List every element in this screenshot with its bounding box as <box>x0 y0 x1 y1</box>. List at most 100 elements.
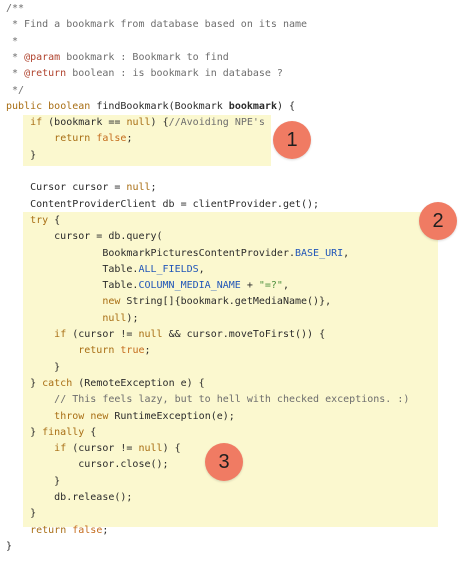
code-token: * Find a bookmark from database based on… <box>6 19 308 31</box>
code-token: ; <box>102 524 109 536</box>
code-token: } <box>6 508 37 520</box>
code-token: cursor.close(); <box>6 459 169 471</box>
code-token: return <box>78 345 115 357</box>
code-token: && cursor.moveToFirst()) { <box>162 329 326 340</box>
code-token: } <box>6 361 61 373</box>
code-line: cursor = db.query( <box>6 229 163 245</box>
code-token <box>6 345 78 356</box>
code-line: ContentProviderClient db = clientProvide… <box>6 197 319 213</box>
code-token: BookmarkPicturesContentProvider. <box>6 247 295 259</box>
code-line: * @return boolean : is bookmark in datab… <box>6 66 283 82</box>
code-token <box>6 215 30 226</box>
code-token: (cursor != <box>66 443 139 455</box>
code-token: (bookmark == <box>42 117 127 129</box>
code-token: * <box>6 35 19 47</box>
code-token <box>6 133 54 144</box>
code-line: } finally { <box>6 425 96 441</box>
code-token <box>6 329 54 340</box>
code-token: bookmark : Bookmark to find <box>60 51 229 63</box>
code-token: cursor = db.query( <box>6 231 163 243</box>
code-token: // This feels lazy, but to hell with che… <box>54 394 410 406</box>
code-line: /** <box>6 1 24 17</box>
code-line: if (bookmark == null) {//Avoiding NPE's <box>6 115 265 131</box>
code-token: , <box>198 263 205 275</box>
code-token: RuntimeException(e); <box>108 410 235 422</box>
code-line: db.release(); <box>6 490 132 506</box>
annotation-badge-2: 2 <box>419 202 457 240</box>
code-token: { <box>84 426 97 438</box>
code-token <box>6 411 54 422</box>
code-token: "=?" <box>258 280 283 292</box>
code-token <box>6 313 102 324</box>
code-token: if <box>30 117 43 129</box>
code-token: db.release(); <box>6 492 133 503</box>
code-line: try { <box>6 213 60 229</box>
code-token: Table. <box>6 263 139 275</box>
code-line: Table.ALL_FIELDS, <box>6 262 205 278</box>
code-token: /** <box>6 3 25 14</box>
code-token: null <box>138 329 163 340</box>
annotation-badge-1: 1 <box>273 121 311 159</box>
code-token: try <box>30 214 49 226</box>
code-line: Cursor cursor = null; <box>6 180 157 196</box>
code-token: ) { <box>162 443 181 455</box>
code-token: bookmark <box>228 100 277 112</box>
code-token: if <box>54 329 67 340</box>
code-line: Table.COLUMN_MEDIA_NAME + "=?", <box>6 278 289 294</box>
code-token <box>6 525 30 536</box>
code-line: // This feels lazy, but to hell with che… <box>6 392 409 408</box>
code-line: } <box>6 148 36 164</box>
code-token: boolean : is bookmark in database ? <box>66 68 283 80</box>
code-line: } <box>6 506 36 522</box>
code-token: , <box>343 247 350 259</box>
code-line: if (cursor != null) { <box>6 441 181 457</box>
code-token: Table. <box>6 280 139 292</box>
code-line: null); <box>6 311 138 327</box>
code-token: if <box>54 443 67 455</box>
code-token: throw <box>54 410 85 422</box>
code-token: false <box>72 524 103 536</box>
code-token: return <box>30 524 67 536</box>
code-token: null <box>126 182 151 194</box>
code-line: return true; <box>6 343 151 359</box>
highlight-block-1 <box>23 115 271 166</box>
code-token: ; <box>150 182 157 194</box>
code-token: * <box>6 51 25 63</box>
code-line: * @param bookmark : Bookmark to find <box>6 50 229 66</box>
code-token: } <box>6 475 61 487</box>
code-token: BASE_URI <box>294 247 344 259</box>
code-line: return false; <box>6 523 108 539</box>
code-token: } <box>6 149 37 161</box>
code-token: (cursor != <box>66 329 139 340</box>
code-token: } <box>6 540 13 552</box>
code-token: public <box>6 100 43 112</box>
code-token <box>6 443 54 454</box>
code-token: + <box>240 280 259 292</box>
code-token: boolean <box>48 100 91 112</box>
code-token: ) { <box>276 100 296 112</box>
code-line: throw new RuntimeException(e); <box>6 409 235 425</box>
code-token: findBookmark(Bookmark <box>90 100 229 112</box>
code-token: ContentProviderClient db = clientProvide… <box>6 198 320 210</box>
code-token <box>6 296 102 307</box>
code-token: ALL_FIELDS <box>138 263 199 275</box>
code-token: (RemoteException e) { <box>72 377 205 389</box>
code-token: */ <box>6 84 25 96</box>
code-line: return false; <box>6 131 132 147</box>
code-token: * <box>6 68 25 80</box>
code-line: new String[]{bookmark.getMediaName()}, <box>6 294 331 310</box>
annotation-badge-3: 3 <box>205 443 243 481</box>
code-token: catch <box>42 377 73 389</box>
code-token: null <box>102 312 127 324</box>
code-token: finally <box>42 426 85 438</box>
code-token: ; <box>144 345 151 357</box>
code-line: BookmarkPicturesContentProvider.BASE_URI… <box>6 246 349 262</box>
code-line: } <box>6 360 60 376</box>
code-token: } <box>6 377 43 389</box>
code-token: , <box>282 280 289 292</box>
code-token: @return <box>24 68 67 80</box>
code-token: } <box>6 426 43 438</box>
code-line: } catch (RemoteException e) { <box>6 376 205 392</box>
code-token: new <box>102 296 121 308</box>
code-token: String[]{bookmark.getMediaName()}, <box>120 296 332 308</box>
